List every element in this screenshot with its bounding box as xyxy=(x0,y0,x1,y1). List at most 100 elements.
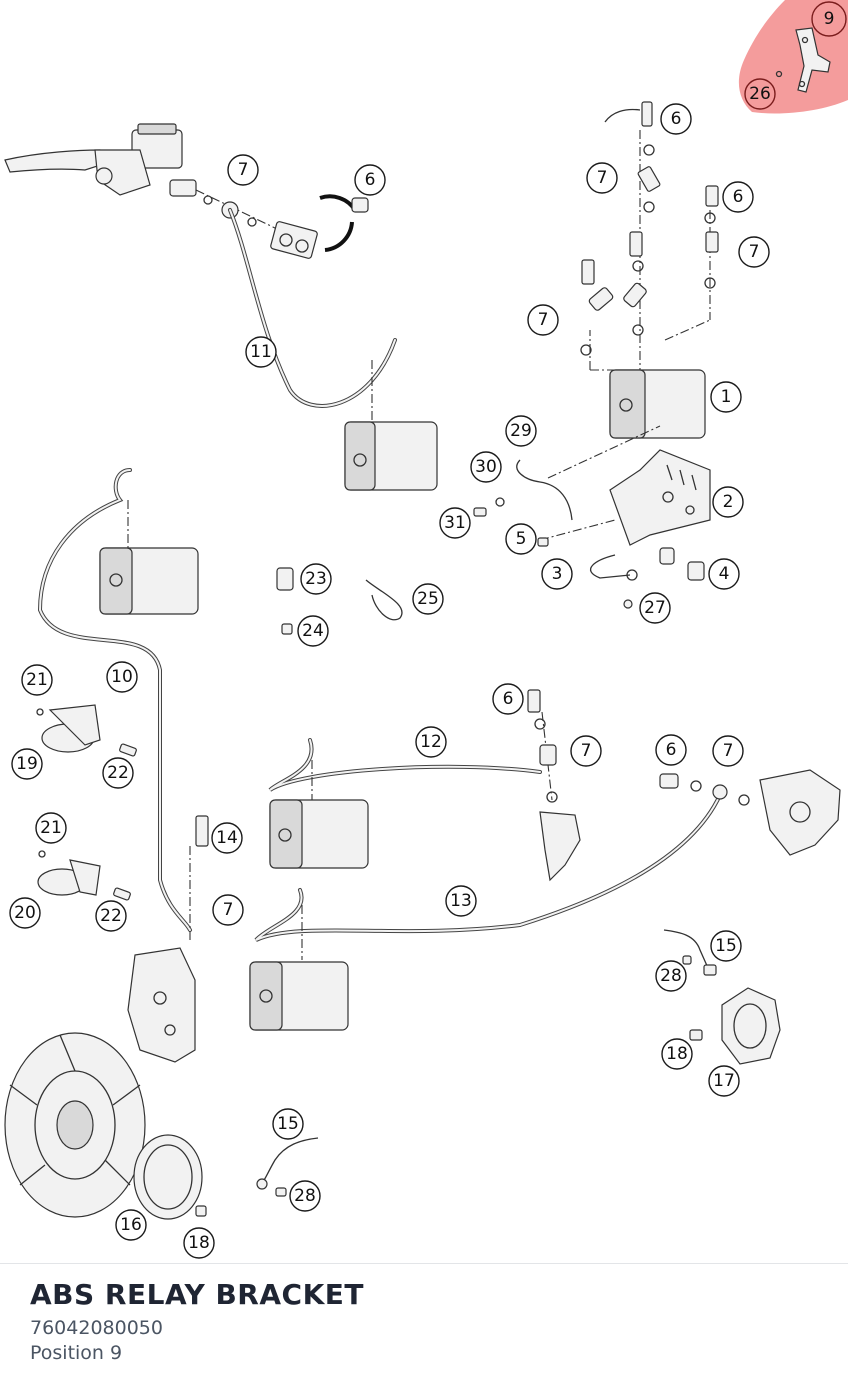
callout-label: 7 xyxy=(538,310,549,330)
callout-label: 11 xyxy=(250,342,272,362)
callout-c17[interactable]: 17 xyxy=(708,1065,740,1097)
callout-c6c[interactable]: 6 xyxy=(722,181,754,213)
abs-module-1 xyxy=(344,421,438,491)
part-number: 76042080050 xyxy=(30,1317,163,1339)
abs-module-2 xyxy=(99,547,199,615)
abs-module-3 xyxy=(269,799,369,869)
callout-label: 9 xyxy=(824,9,835,29)
callout-c7f[interactable]: 7 xyxy=(212,894,244,926)
callout-label: 7 xyxy=(723,741,734,761)
callout-c25[interactable]: 25 xyxy=(412,583,444,615)
callout-label: 7 xyxy=(223,900,234,920)
callout-c5[interactable]: 5 xyxy=(505,523,537,555)
callout-label: 18 xyxy=(666,1044,688,1064)
callout-c7e[interactable]: 7 xyxy=(712,735,744,767)
callout-label: 15 xyxy=(715,936,737,956)
clip-23 xyxy=(276,567,294,591)
callout-label: 3 xyxy=(552,564,563,584)
callout-label: 14 xyxy=(216,828,238,848)
callout-label: 6 xyxy=(671,109,682,129)
callout-label: 7 xyxy=(238,160,249,180)
callout-label: 28 xyxy=(294,1186,316,1206)
callout-label: 6 xyxy=(733,187,744,207)
callout-c30[interactable]: 30 xyxy=(470,451,502,483)
abs-relay-bracket-drawing[interactable] xyxy=(775,27,831,93)
callout-label: 31 xyxy=(444,513,466,533)
callout-c7a[interactable]: 7 xyxy=(586,162,618,194)
callout-label: 17 xyxy=(713,1071,735,1091)
info-divider xyxy=(0,1263,848,1264)
callout-label: 15 xyxy=(277,1114,299,1134)
callout-c1[interactable]: 1 xyxy=(710,381,742,413)
callout-label: 25 xyxy=(417,589,439,609)
callout-c6b[interactable]: 6 xyxy=(354,164,386,196)
callout-c18b[interactable]: 18 xyxy=(183,1227,215,1259)
callout-label: 22 xyxy=(100,906,122,926)
callout-c28b[interactable]: 28 xyxy=(289,1180,321,1212)
callout-label: 10 xyxy=(111,667,133,687)
callout-label: 4 xyxy=(719,564,730,584)
callout-c19[interactable]: 19 xyxy=(11,748,43,780)
callout-c11[interactable]: 11 xyxy=(245,336,277,368)
callout-c24[interactable]: 24 xyxy=(297,615,329,647)
callout-c6a[interactable]: 6 xyxy=(660,103,692,135)
callout-label: 12 xyxy=(420,732,442,752)
hose-clamp-20 xyxy=(37,850,131,901)
callout-label: 1 xyxy=(721,387,732,407)
callout-label: 30 xyxy=(475,457,497,477)
part-info-panel: ABS RELAY BRACKET 76042080050 Position 9 xyxy=(30,1278,364,1364)
callout-c7b[interactable]: 7 xyxy=(227,154,259,186)
abs-tone-ring-16 xyxy=(133,1134,203,1220)
part-position: Position 9 xyxy=(30,1342,123,1364)
callout-label: 24 xyxy=(302,621,324,641)
callout-c23[interactable]: 23 xyxy=(300,563,332,595)
callout-c7d[interactable]: 7 xyxy=(570,735,602,767)
abs-module-4 xyxy=(249,961,349,1031)
exploded-parts-diagram: 9266767677111293023153427232524211019226… xyxy=(4,0,848,1259)
callout-c21a[interactable]: 21 xyxy=(21,664,53,696)
callout-c28a[interactable]: 28 xyxy=(655,960,687,992)
callout-label: 13 xyxy=(450,891,472,911)
rear-brake-caliper xyxy=(659,769,841,856)
callout-c12[interactable]: 12 xyxy=(415,726,447,758)
callout-c22b[interactable]: 22 xyxy=(95,900,127,932)
callout-c16[interactable]: 16 xyxy=(115,1209,147,1241)
callout-c21b[interactable]: 21 xyxy=(35,812,67,844)
callout-label: 7 xyxy=(581,741,592,761)
callout-c22a[interactable]: 22 xyxy=(102,757,134,789)
wheel-speed-sensor-15-rear xyxy=(663,929,709,969)
callout-label: 2 xyxy=(723,492,734,512)
front-brake-master-cylinder xyxy=(4,123,301,241)
callout-c29[interactable]: 29 xyxy=(505,415,537,447)
callout-c4[interactable]: 4 xyxy=(708,558,740,590)
callout-label: 6 xyxy=(503,689,514,709)
callout-label: 5 xyxy=(516,529,527,549)
callout-c6e[interactable]: 6 xyxy=(655,734,687,766)
selected-part-highlight[interactable] xyxy=(738,0,848,114)
callout-c7c[interactable]: 7 xyxy=(738,236,770,268)
callout-label: 27 xyxy=(644,598,666,618)
sensor-swap-arrows xyxy=(270,194,369,259)
callout-label: 7 xyxy=(749,242,760,262)
callout-c15a[interactable]: 15 xyxy=(710,930,742,962)
callout-c20[interactable]: 20 xyxy=(9,897,41,929)
callout-c18a[interactable]: 18 xyxy=(661,1038,693,1070)
callout-c2[interactable]: 2 xyxy=(712,486,744,518)
callout-c13[interactable]: 13 xyxy=(445,885,477,917)
callout-c27[interactable]: 27 xyxy=(639,592,671,624)
callout-c7g[interactable]: 7 xyxy=(527,304,559,336)
callout-c14[interactable]: 14 xyxy=(211,822,243,854)
callout-label: 21 xyxy=(26,670,48,690)
callout-c15b[interactable]: 15 xyxy=(272,1108,304,1140)
callout-c6d[interactable]: 6 xyxy=(492,683,524,715)
callout-c3[interactable]: 3 xyxy=(541,558,573,590)
callout-label: 21 xyxy=(40,818,62,838)
front-brake-disc xyxy=(4,1032,146,1218)
abs-bracket-assembly xyxy=(473,425,711,609)
callout-c26[interactable]: 26 xyxy=(744,78,776,110)
callout-c31[interactable]: 31 xyxy=(439,507,471,539)
callout-c9[interactable]: 9 xyxy=(811,1,847,37)
rear-master-cylinder xyxy=(527,689,581,882)
cable-tie-25 xyxy=(365,579,403,621)
callout-c10[interactable]: 10 xyxy=(106,661,138,693)
